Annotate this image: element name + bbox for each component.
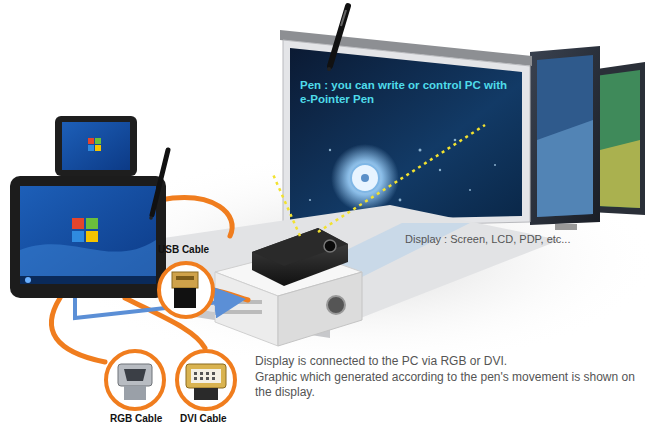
sensor-line [272, 172, 300, 236]
cable-name: RGB Cable [110, 413, 162, 426]
display-note: Display : Screen, LCD, PDP, etc... [405, 233, 605, 247]
e-pointer-device [252, 228, 348, 286]
tablet-pen [149, 150, 168, 220]
cable-name: DVI Cable [180, 413, 227, 426]
tablet-pc [10, 176, 166, 298]
rgb-connector [106, 351, 164, 409]
background-monitors [530, 46, 645, 230]
usb-connector [159, 263, 213, 317]
body-note: Graphic which generated according to the… [255, 370, 645, 400]
cable-name: USB Cable [158, 244, 209, 257]
signal-arrow [75, 298, 238, 318]
small-tablet [55, 116, 137, 176]
body-note: Display is connected to the PC via RGB o… [255, 354, 645, 369]
pointer-pen [327, 6, 348, 71]
dvi-connector [177, 351, 235, 409]
pen-note: Pen : you can write or control PC with e… [300, 78, 515, 107]
sensor-line [318, 125, 485, 232]
projection-screen [280, 30, 532, 228]
